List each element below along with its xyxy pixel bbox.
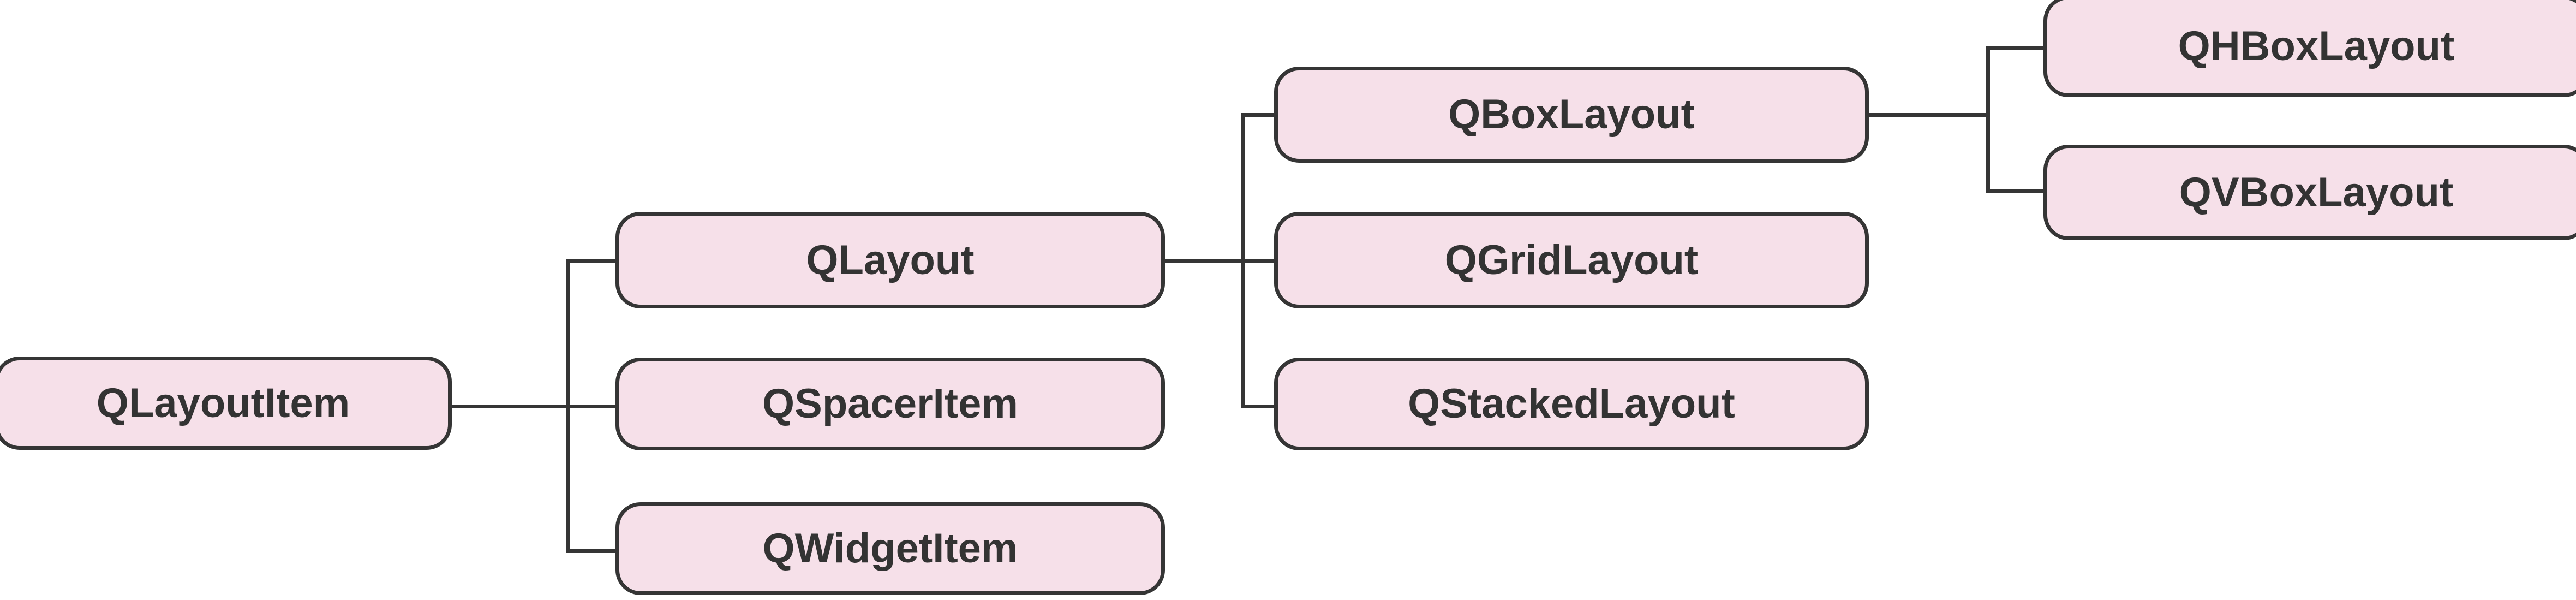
node-qlayoutitem[interactable]: QLayoutItem bbox=[0, 357, 452, 450]
connector-c-into-qlayout bbox=[566, 259, 618, 263]
node-label: QVBoxLayout bbox=[2179, 169, 2454, 216]
connector-c-root-out bbox=[452, 405, 570, 408]
connector-c-trunk-3 bbox=[1986, 46, 1990, 193]
node-label: QStackedLayout bbox=[1408, 381, 1735, 427]
node-label: QLayout bbox=[806, 236, 975, 283]
node-qstackedlayout[interactable]: QStackedLayout bbox=[1274, 358, 1869, 450]
node-label: QWidgetItem bbox=[762, 525, 1018, 572]
node-label: QHBoxLayout bbox=[2178, 23, 2455, 69]
node-qgridlayout[interactable]: QGridLayout bbox=[1274, 212, 1869, 308]
connector-c-qbox-out bbox=[1869, 113, 1989, 117]
connector-c-into-qgrid bbox=[1241, 259, 1276, 263]
node-qhboxlayout[interactable]: QHBoxLayout bbox=[2043, 0, 2576, 97]
node-label: QBoxLayout bbox=[1448, 91, 1695, 138]
node-qlayout[interactable]: QLayout bbox=[615, 212, 1165, 308]
node-qboxlayout[interactable]: QBoxLayout bbox=[1274, 67, 1869, 163]
connector-c-into-qstack bbox=[1241, 405, 1276, 408]
connector-c-into-qbox bbox=[1241, 113, 1276, 117]
node-qvboxlayout[interactable]: QVBoxLayout bbox=[2043, 145, 2576, 240]
node-qwidgetitem[interactable]: QWidgetItem bbox=[615, 502, 1165, 595]
node-label: QGridLayout bbox=[1444, 236, 1699, 283]
node-label: QSpacerItem bbox=[762, 381, 1018, 427]
connector-c-qlayout-out bbox=[1165, 259, 1245, 263]
node-qspaceritem[interactable]: QSpacerItem bbox=[615, 358, 1165, 450]
connector-c-into-qwidget bbox=[566, 549, 618, 553]
connector-c-into-qvbox bbox=[1986, 189, 2045, 193]
node-label: QLayoutItem bbox=[96, 379, 350, 426]
connector-c-into-qspacer bbox=[566, 405, 618, 408]
connector-c-into-qhbox bbox=[1986, 46, 2045, 50]
